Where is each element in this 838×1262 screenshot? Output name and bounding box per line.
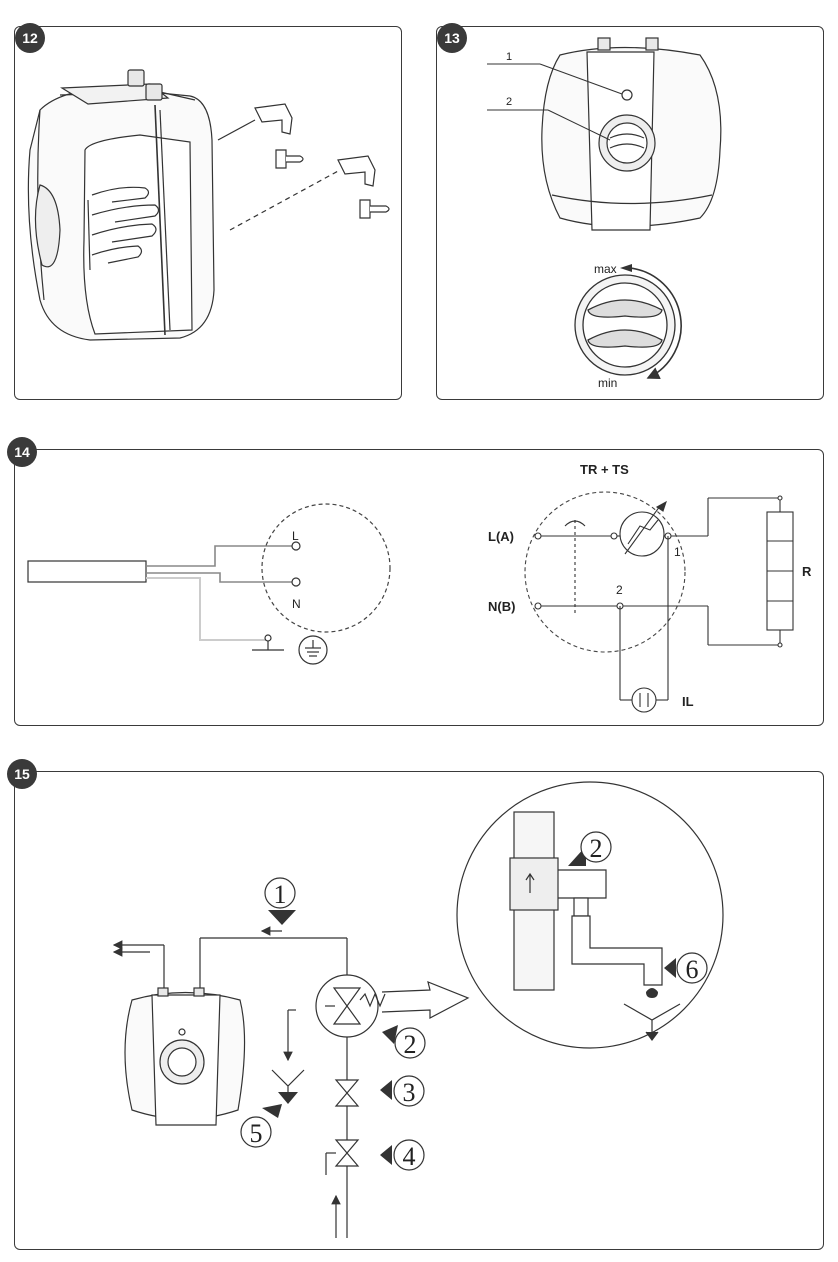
figure-15-callout-3: 3 <box>403 1078 416 1107</box>
figure-14-line-nb: N(B) <box>488 599 515 614</box>
figure-12-badge: 12 <box>22 30 38 46</box>
dial-max-arrow-icon <box>620 264 632 272</box>
figure-14-line-la: L(A) <box>488 529 514 544</box>
figure-15-callout-4: 4 <box>403 1142 416 1171</box>
figure-13-heater-front <box>541 37 722 231</box>
figure-14-badge-circle <box>7 437 37 467</box>
figure-14-badge: 14 <box>14 444 30 460</box>
figure-14-panel <box>14 449 824 726</box>
figure-13-dial-max: max <box>594 262 617 276</box>
figure-15-callout-1: 1 <box>274 880 287 909</box>
figure-14-indicator-lamp: IL <box>682 694 694 709</box>
figure-13-temperature-dial <box>574 267 682 379</box>
figure-15-callout-2-detail: 2 <box>590 834 603 863</box>
figure-13-badge-circle <box>437 23 467 53</box>
figure-12-illustration <box>27 69 390 341</box>
figure-15-callout-6: 6 <box>686 955 699 984</box>
figure-13-callout-lines <box>487 63 623 141</box>
figure-12-badge-circle <box>15 23 45 53</box>
figure-13-callout-1: 1 <box>506 51 512 63</box>
figure-14-resistor: R <box>802 564 812 579</box>
figure-13-badge: 13 <box>444 30 460 46</box>
figure-14-title: TR + TS <box>580 462 629 477</box>
figure-15-callout-5: 5 <box>250 1119 263 1148</box>
figure-15-badge-circle <box>7 759 37 789</box>
figure-14-terminal-n: N <box>292 597 301 611</box>
figure-15-badge: 15 <box>14 766 30 782</box>
figure-14-cable-wiring <box>27 503 391 665</box>
figure-14-terminal-l: L <box>292 529 299 543</box>
figure-15-plumbing <box>112 781 724 1238</box>
figure-15-callout-2: 2 <box>404 1030 417 1059</box>
figure-13-callout-2: 2 <box>506 96 512 108</box>
figure-14-circuit <box>524 491 794 713</box>
figure-14-point-2: 2 <box>616 583 623 597</box>
figure-15-callout-numbers <box>240 831 708 1171</box>
figure-14-point-1: 1 <box>674 545 681 559</box>
figure-13-dial-min: min <box>598 376 617 390</box>
